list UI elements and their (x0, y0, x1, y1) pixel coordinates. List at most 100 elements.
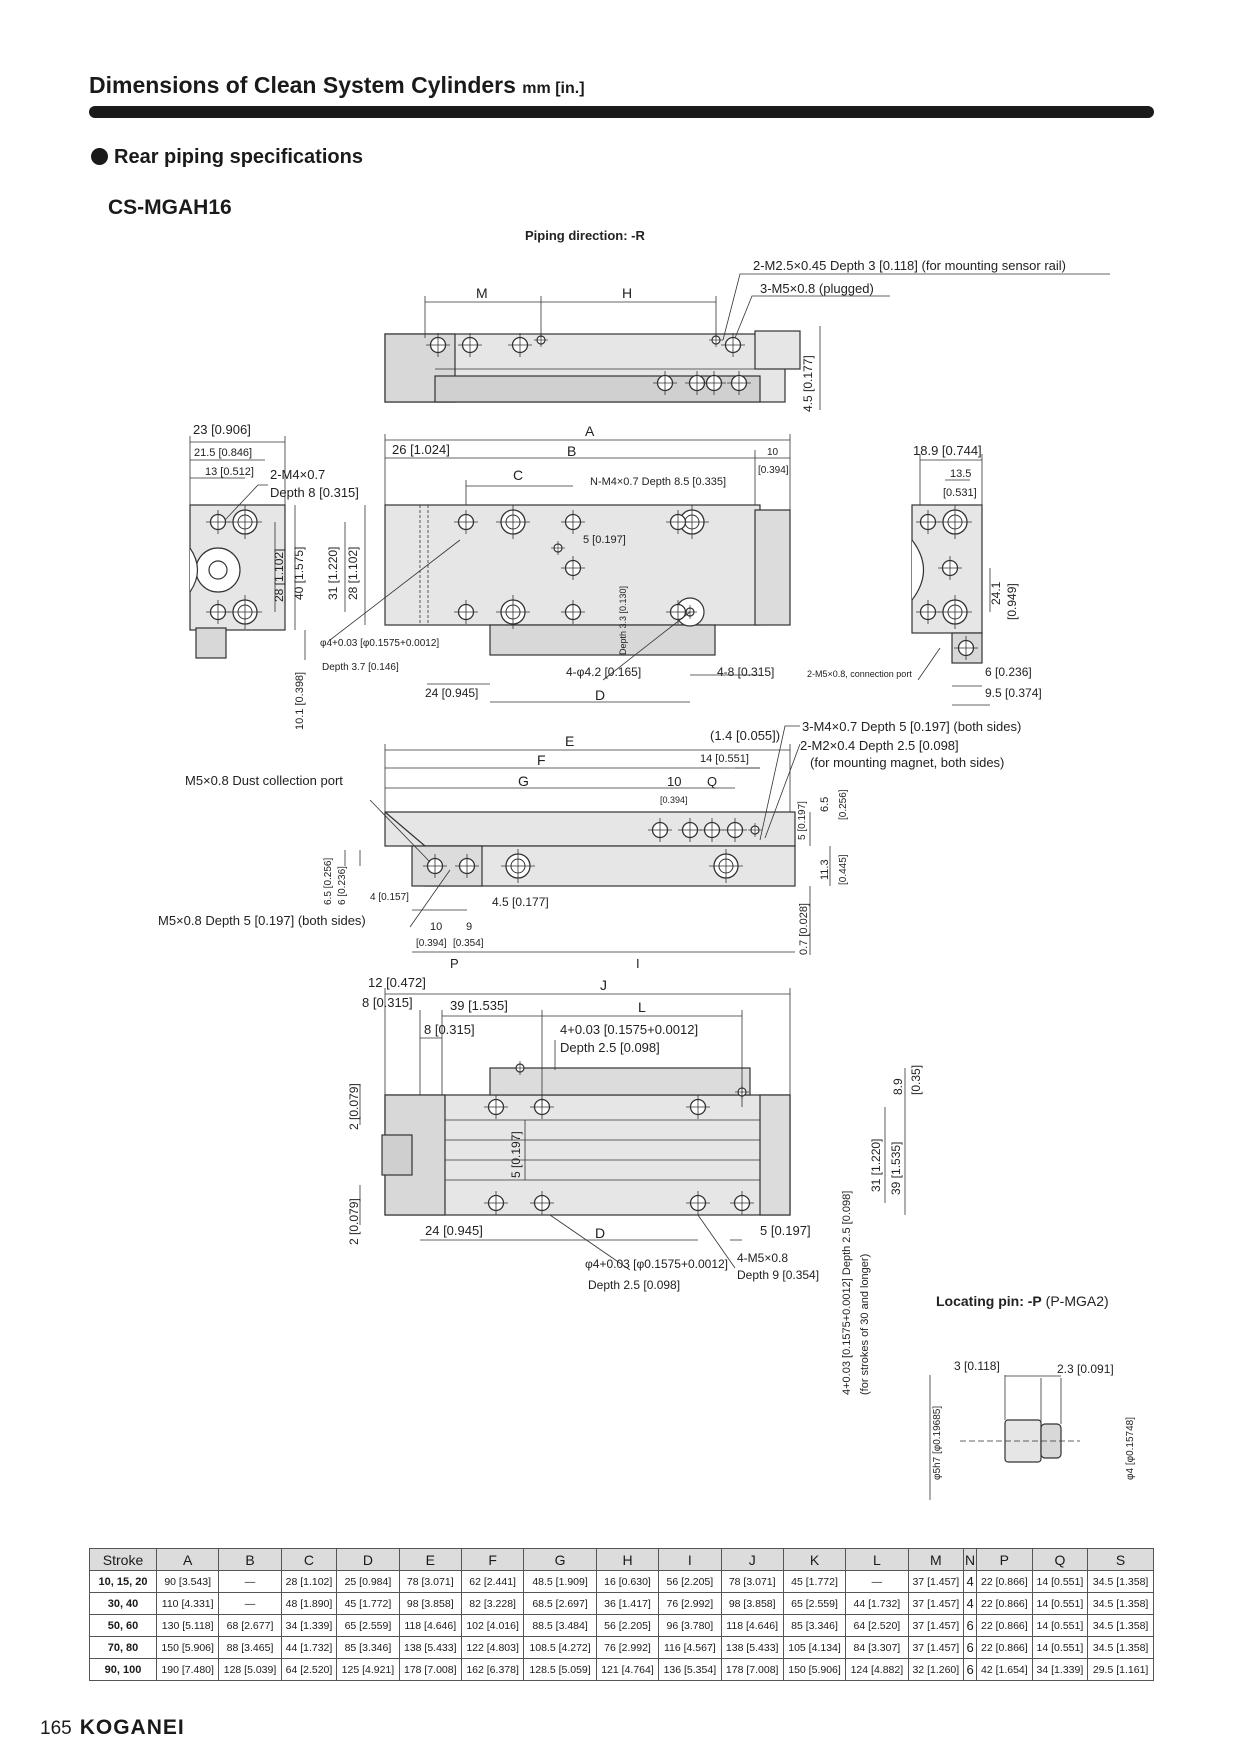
table-cell: 65 [2.559] (782, 1592, 847, 1615)
table-row: 30, 40 110 [4.331] — 48 [1.890] 45 [1.77… (89, 1592, 1154, 1615)
left-dim-13: 13 [0.512] (205, 466, 254, 478)
dim-e-label: E (565, 733, 574, 749)
bottom-dim-10b-in: [0.394] (416, 938, 447, 949)
plan-pinhole-note-1: φ4+0.03 [φ0.1575+0.0012] (585, 1257, 728, 1271)
plan-pinhole-note-2: Depth 2.5 [0.098] (588, 1278, 680, 1292)
table-cell: 4 (963, 1570, 978, 1593)
dim-j-label: J (600, 977, 607, 993)
plan-view (381, 1067, 791, 1216)
table-cell: 22 [0.866] (976, 1592, 1033, 1615)
sensor-rail-note: 2-M2.5×0.45 Depth 3 [0.118] (for mountin… (753, 258, 1066, 273)
bottom-left-6-5: 6.5 [0.256] (323, 858, 334, 905)
bottom-dim-6-5-in: [0.256] (838, 789, 849, 820)
header-b: B (218, 1548, 282, 1571)
table-row: 70, 80 150 [5.906] 88 [3.465] 44 [1.732]… (89, 1636, 1154, 1659)
table-cell: 78 [3.071] (720, 1570, 784, 1593)
plan-dim-5: 5 [0.197] (509, 1131, 523, 1178)
table-cell: 44 [1.732] (845, 1592, 909, 1615)
plan-pin-note-1: 4+0.03 [0.1575+0.0012] (560, 1022, 698, 1037)
header-n: N (963, 1548, 978, 1571)
bottom-left-6: 6 [0.236] (337, 866, 348, 905)
table-cell: 64 [2.520] (845, 1614, 909, 1637)
dim-m-label: M (476, 285, 488, 301)
table-cell: 76 [2.992] (658, 1592, 722, 1615)
table-cell: 138 [5.433] (398, 1636, 462, 1659)
table-cell: 48.5 [1.909] (523, 1570, 597, 1593)
right-dim-18-9: 18.9 [0.744] (913, 443, 982, 458)
dust-port-note: M5×0.8 Dust collection port (185, 773, 343, 788)
table-cell: 102 [4.016] (460, 1614, 525, 1637)
right-view-dims (917, 454, 991, 706)
table-cell: 118 [4.646] (720, 1614, 784, 1637)
header-f: F (460, 1548, 525, 1571)
dim-b-label: B (567, 443, 576, 459)
plan-dim-8-9-in: [0.35] (909, 1065, 923, 1095)
dim-q-label: Q (707, 774, 717, 789)
header-stroke: Stroke (89, 1548, 157, 1571)
table-cell: 162 [6.378] (460, 1658, 525, 1681)
right-dim-24-1-in: [0.949] (1005, 583, 1019, 620)
header-a: A (155, 1548, 220, 1571)
table-cell: 76 [2.992] (595, 1636, 660, 1659)
right-dim-13-5-in: [0.531] (943, 487, 977, 499)
table-cell: 178 [7.008] (720, 1658, 784, 1681)
bottom-dim-9: 9 (466, 921, 472, 933)
bottom-dim-5: 5 [0.197] (797, 801, 808, 840)
right-dim-6: 6 [0.236] (985, 665, 1032, 679)
dim-l-label: L (638, 999, 646, 1015)
dim-d-label: D (595, 687, 605, 703)
plan-vert-note-1: 4+0.03 [0.1575+0.0012] Depth 2.5 [0.098] (841, 1191, 853, 1395)
top-view-dims (424, 273, 1110, 410)
left-dim-23: 23 [0.906] (193, 422, 251, 437)
dim-c-label: C (513, 467, 523, 483)
table-cell: 34.5 [1.358] (1087, 1570, 1154, 1593)
model-name: CS-MGAH16 (108, 196, 232, 219)
table-cell: 108.5 [4.272] (523, 1636, 597, 1659)
left-dim-21-5: 21.5 [0.846] (194, 447, 252, 459)
page-title: Dimensions of Clean System Cylinders mm … (89, 72, 585, 98)
page-number: 165 (40, 1718, 72, 1739)
front-pin-depth: Depth 3.3 [0.130] (618, 586, 628, 655)
front-dim-5: 5 [0.197] (583, 534, 626, 546)
table-cell: 16 [0.630] (595, 1570, 660, 1593)
table-cell: 84 [3.307] (845, 1636, 909, 1659)
bottom-m4-note: 3-M4×0.7 Depth 5 [0.197] (both sides) (802, 719, 1021, 734)
plan-dim-12: 12 [0.472] (368, 975, 426, 990)
table-cell: 4 (963, 1592, 978, 1615)
dim-g-label: G (518, 773, 529, 789)
table-cell: 65 [2.559] (336, 1614, 400, 1637)
plan-dim-2-top: 2 [0.079] (347, 1083, 361, 1130)
table-cell: 98 [3.858] (720, 1592, 784, 1615)
table-cell: 118 [4.646] (398, 1614, 462, 1637)
table-cell: 90 [3.543] (155, 1570, 220, 1593)
table-cell: 56 [2.205] (595, 1614, 660, 1637)
header-s: S (1087, 1548, 1154, 1571)
bottom-dim-9-in: [0.354] (453, 938, 484, 949)
table-cell: 37 [1.457] (907, 1570, 965, 1593)
plan-dim-8b: 8 [0.315] (424, 1022, 475, 1037)
table-cell: 70, 80 (89, 1636, 157, 1659)
header-h: H (595, 1548, 660, 1571)
table-cell: 34.5 [1.358] (1087, 1592, 1154, 1615)
table-cell: 37 [1.457] (907, 1592, 965, 1615)
table-cell: 116 [4.567] (658, 1636, 722, 1659)
pin-right-dia: φ4 [φ0.15748] (1125, 1417, 1136, 1480)
table-cell: 90, 100 (89, 1658, 157, 1681)
plan-pin-note-2: Depth 2.5 [0.098] (560, 1040, 660, 1055)
table-cell: 150 [5.906] (782, 1658, 847, 1681)
table-cell: 42 [1.654] (976, 1658, 1033, 1681)
dimension-drawing: Piping direction: -R M H 2-M2.5×0.45 Dep… (158, 228, 1136, 1500)
dimension-table: Stroke A B C D E F G H I J K L M N P Q S… (89, 1548, 1154, 1681)
table-cell: 138 [5.433] (720, 1636, 784, 1659)
front-dim-10: 10 (767, 447, 779, 458)
table-cell: 14 [0.551] (1031, 1614, 1089, 1637)
table-cell: 45 [1.772] (336, 1592, 400, 1615)
table-row: 10, 15, 20 90 [3.543] — 28 [1.102] 25 [0… (89, 1570, 1154, 1593)
right-dim-24-1: 24.1 (989, 581, 1003, 605)
plan-view-dims (359, 988, 906, 1271)
table-cell: 34.5 [1.358] (1087, 1614, 1154, 1637)
bullet-icon (91, 148, 108, 165)
front-view-dims (329, 434, 791, 703)
pin-dim-3: 3 [0.118] (954, 1359, 1000, 1373)
plan-dim-5r: 5 [0.197] (760, 1223, 811, 1238)
